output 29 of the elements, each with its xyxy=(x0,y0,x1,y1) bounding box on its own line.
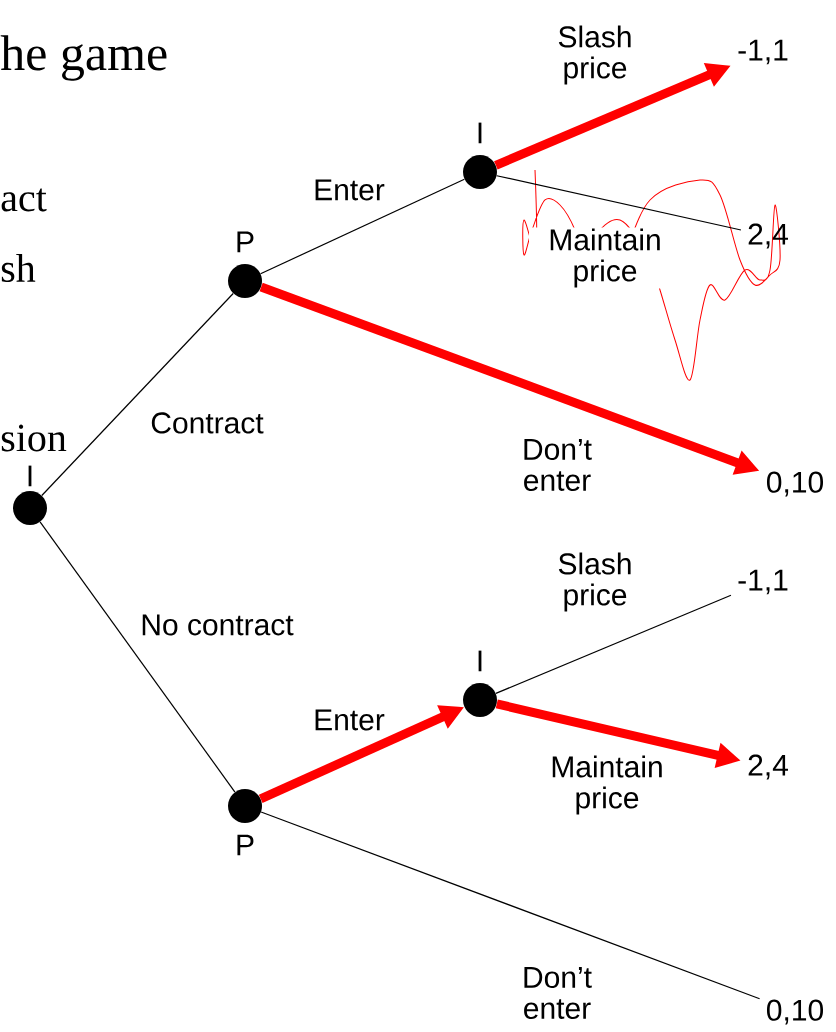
decision-node: I xyxy=(463,122,497,189)
node-label: I xyxy=(478,650,482,672)
edge-label: Contract xyxy=(149,411,265,435)
decision-node: I xyxy=(463,650,497,717)
payoff: -1,1 xyxy=(738,569,788,595)
edge-label: Maintain price xyxy=(531,754,683,816)
decision-node: P xyxy=(228,789,262,856)
edge-label: Slash price xyxy=(549,24,641,86)
edge-label: Enter xyxy=(312,178,386,202)
edge-label: Don’t enter xyxy=(511,438,603,492)
text-fragment: sion xyxy=(1,424,67,452)
decision-node: I xyxy=(13,465,47,525)
text-fragment: act xyxy=(1,188,47,212)
payoff: 0,10 xyxy=(767,471,823,497)
edge-label: Maintain price xyxy=(529,227,681,289)
payoff: 2,4 xyxy=(748,754,788,780)
text-fragment: sh xyxy=(1,253,36,283)
edge-label: No contract xyxy=(139,613,295,637)
decision-node: P xyxy=(228,231,262,298)
edge-label: Slash price xyxy=(549,551,641,613)
title: he game xyxy=(0,35,167,81)
node-label: P xyxy=(237,834,254,856)
node-label: I xyxy=(28,465,32,487)
payoff: 0,10 xyxy=(767,999,823,1025)
node-label: P xyxy=(237,231,254,253)
payoff: -1,1 xyxy=(738,39,788,65)
edge-label: Enter xyxy=(312,708,386,732)
edge-label: Don’t enter xyxy=(511,966,603,1020)
node-label: I xyxy=(478,122,482,144)
